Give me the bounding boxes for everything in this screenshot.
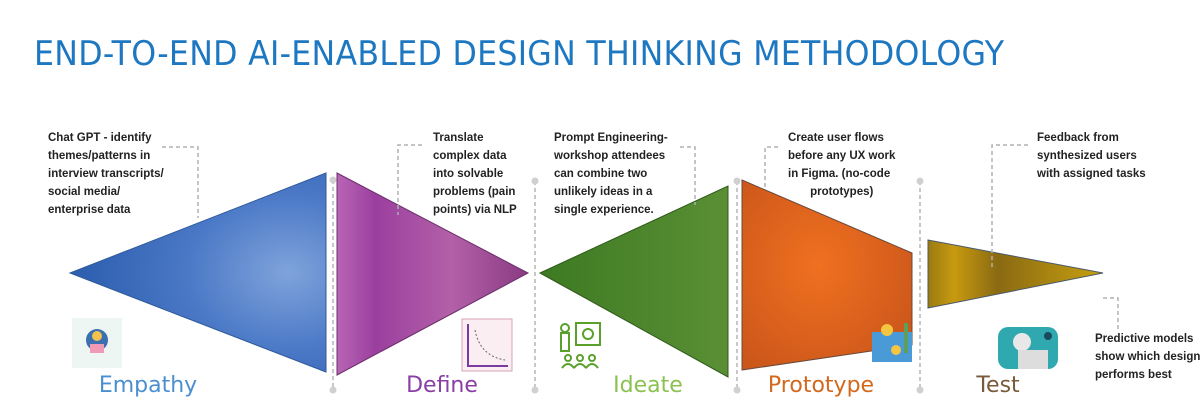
- note-line: can combine two: [554, 168, 648, 180]
- note-line: problems (pain: [433, 186, 516, 198]
- ideate-note: Prompt Engineering- workshop attendees c…: [554, 129, 668, 219]
- note-line: complex data: [433, 150, 507, 162]
- phase-label-ideate: Ideate: [613, 373, 683, 398]
- note-line: Create user flows: [788, 132, 884, 144]
- note-line: interview transcripts/: [48, 168, 164, 180]
- chart-curve-icon: [461, 318, 513, 372]
- note-line: unlikely ideas in a: [554, 186, 653, 198]
- note-line: prototypes): [810, 186, 874, 198]
- blueprint-idea-icon: [872, 323, 912, 362]
- note-line: Feedback from: [1037, 132, 1119, 144]
- callout-lines: [162, 144, 1119, 330]
- note-line: show which design: [1095, 351, 1200, 363]
- note-line: themes/patterns in: [48, 150, 151, 162]
- empathy-icon: [72, 318, 122, 368]
- ideate-shape: [538, 185, 729, 378]
- phase-label-define: Define: [406, 373, 478, 398]
- note-line: synthesized users: [1037, 150, 1137, 162]
- test-note-predictive: Predictive models show which design perf…: [1095, 330, 1200, 384]
- phase-label-prototype: Prototype: [767, 373, 875, 398]
- tester-icon: [998, 327, 1058, 369]
- test-shape: [927, 239, 1104, 309]
- note-line: performs best: [1095, 369, 1172, 381]
- divider-dots: [329, 176, 924, 394]
- empathy-note: Chat GPT - identify themes/patterns in i…: [48, 129, 164, 219]
- note-line: before any UX work: [788, 150, 896, 162]
- note-line: social media/: [48, 186, 121, 198]
- note-line: single experience.: [554, 204, 654, 216]
- define-note: Translate complex data into solvable pro…: [433, 129, 517, 219]
- define-shape: [336, 172, 530, 376]
- note-line: enterprise data: [48, 204, 131, 216]
- test-note: Feedback from synthesized users with ass…: [1037, 129, 1146, 183]
- note-line: in Figma. (no-code: [788, 168, 891, 180]
- phase-label-test: Test: [976, 373, 1020, 398]
- note-line: into solvable: [433, 168, 504, 180]
- prototype-note: Create user flows before any UX work in …: [788, 129, 895, 201]
- presentation-icon: [560, 322, 601, 369]
- dividers: [332, 180, 921, 390]
- note-line: with assigned tasks: [1037, 168, 1146, 180]
- phase-label-empathy: Empathy: [98, 373, 198, 398]
- note-line: workshop attendees: [554, 150, 666, 162]
- page-title: END-TO-END AI-ENABLED DESIGN THINKING ME…: [34, 34, 1005, 74]
- empathy-shape: [68, 172, 327, 373]
- note-line: Predictive models: [1095, 333, 1194, 345]
- note-line: points) via NLP: [433, 204, 517, 216]
- note-line: Prompt Engineering-: [554, 132, 668, 144]
- note-line: Translate: [433, 132, 484, 144]
- note-line: Chat GPT - identify: [48, 132, 152, 144]
